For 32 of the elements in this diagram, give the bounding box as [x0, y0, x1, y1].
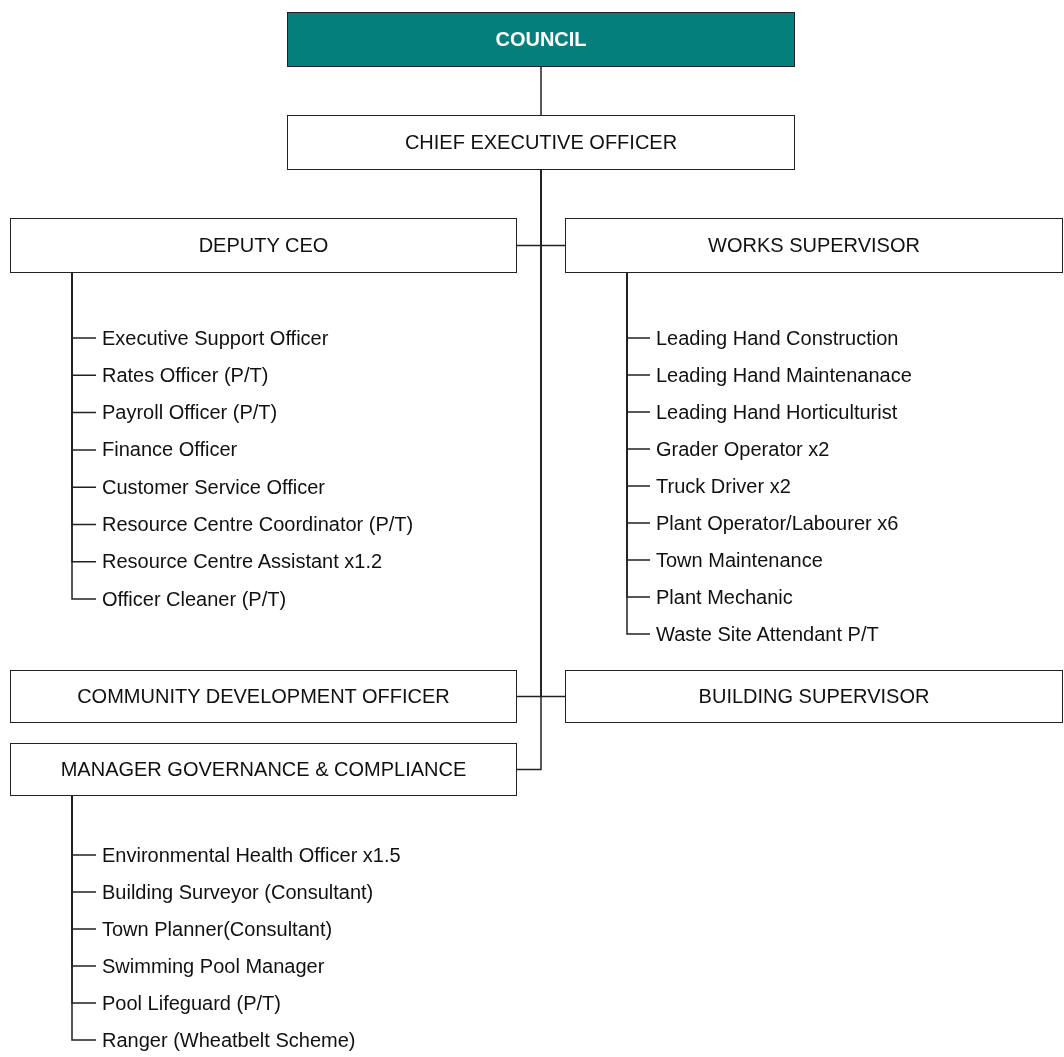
- role-label: Environmental Health Officer x1.5: [96, 841, 401, 869]
- role-box: WORKS SUPERVISOR: [565, 218, 1063, 273]
- role-label: Leading Hand Horticulturist: [650, 398, 898, 426]
- role-label: Officer Cleaner (P/T): [96, 585, 287, 614]
- role-label: Plant Operator/Labourer x6: [650, 509, 899, 537]
- role-label: Executive Support Officer: [96, 324, 329, 352]
- role-box: COMMUNITY DEVELOPMENT OFFICER: [10, 670, 517, 723]
- connector-line: [71, 795, 97, 1041]
- role-label: Resource Centre Coordinator (P/T): [96, 510, 414, 539]
- role-label: Pool Lifeguard (P/T): [96, 989, 281, 1017]
- role-label: Leading Hand Construction: [650, 324, 899, 352]
- role-label: Leading Hand Maintenanace: [650, 361, 912, 389]
- role-box: DEPUTY CEO: [10, 218, 517, 273]
- role-label: Truck Driver x2: [650, 472, 791, 500]
- role-box: BUILDING SUPERVISOR: [565, 670, 1063, 723]
- role-label: Customer Service Officer: [96, 473, 326, 502]
- role-label: Swimming Pool Manager: [96, 952, 325, 980]
- role-label: Building Surveyor (Consultant): [96, 878, 374, 906]
- header-box: COUNCIL: [287, 12, 795, 67]
- role-label: Resource Centre Assistant x1.2: [96, 547, 383, 576]
- role-label: Waste Site Attendant P/T: [650, 620, 879, 648]
- role-label: Finance Officer: [96, 435, 238, 464]
- role-label: Town Planner(Consultant): [96, 915, 333, 943]
- role-label: Ranger (Wheatbelt Scheme): [96, 1026, 356, 1054]
- role-label: Grader Operator x2: [650, 435, 830, 463]
- role-box: CHIEF EXECUTIVE OFFICER: [287, 115, 795, 170]
- connector-line: [540, 66, 542, 116]
- role-label: Plant Mechanic: [650, 583, 793, 611]
- role-label: Rates Officer (P/T): [96, 361, 269, 390]
- role-box: MANAGER GOVERNANCE & COMPLIANCE: [10, 743, 517, 796]
- role-label: Town Maintenance: [650, 546, 823, 574]
- role-label: Payroll Officer (P/T): [96, 398, 278, 427]
